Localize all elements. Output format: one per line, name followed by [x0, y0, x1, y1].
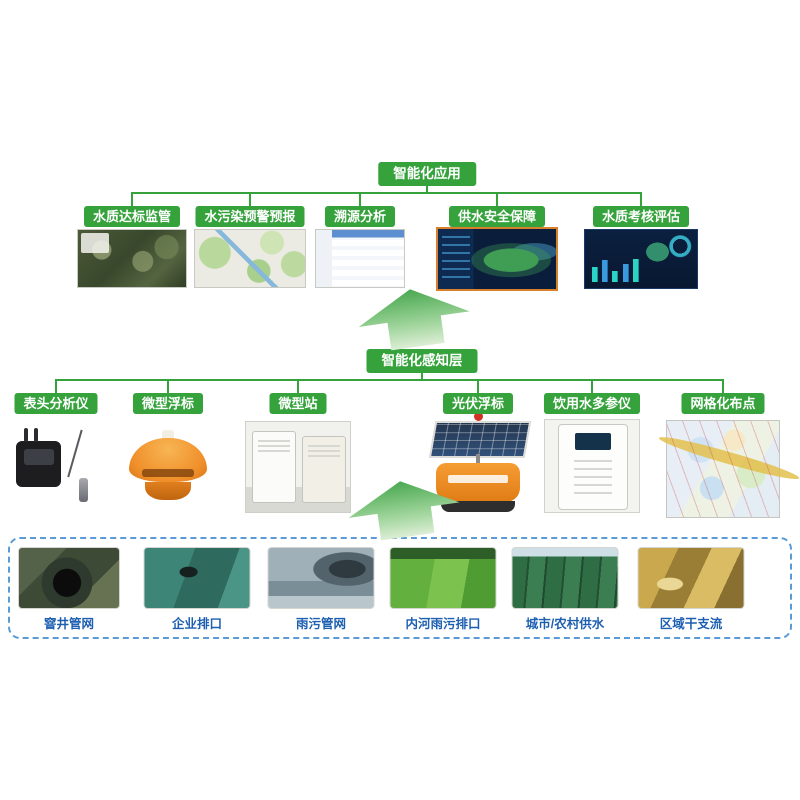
connector-line [477, 379, 479, 393]
source-label-regional-rivers: 区域干支流 [659, 617, 723, 631]
urban-rural-water-supply-photo [511, 547, 619, 609]
analyzer-body [16, 428, 62, 487]
multi-parameter-instrument-photo [544, 419, 640, 513]
buoy-bottom-band [440, 501, 516, 512]
buoy-base [145, 481, 191, 500]
satellite-map-screenshot [77, 229, 187, 288]
micro-station-photo [245, 421, 351, 513]
connector-line [722, 379, 724, 393]
buoy-cap [162, 429, 174, 442]
source-label-urban-rural-supply: 城市/农村供水 [525, 617, 605, 631]
regional-river-branches-photo [637, 547, 745, 609]
city-map-screenshot [194, 229, 306, 288]
buoy-label-band [141, 469, 195, 477]
manhole-network-photo [18, 547, 120, 609]
grid-layout-map-photo [666, 420, 780, 518]
station-cabinet [302, 436, 346, 504]
station-cabinet [252, 431, 296, 504]
connector-line [421, 371, 423, 379]
micro-buoy-photo [121, 425, 215, 507]
connector-line [131, 192, 642, 194]
connector-line [55, 379, 724, 381]
analysis-report-screenshot [315, 229, 405, 288]
connector-line [426, 184, 428, 192]
connector-line [131, 192, 133, 206]
analyzer-probe [78, 478, 89, 502]
app-node-label-water-quality-supervision: 水质达标监管 [83, 206, 181, 227]
middle-section-title: 智能化感知层 [366, 349, 478, 373]
app-node-label-pollution-warning: 水污染预警预报 [195, 206, 305, 227]
portable-analyzer-photo [11, 421, 101, 505]
top-section-title: 智能化应用 [378, 162, 476, 186]
connector-line [591, 379, 593, 393]
buoy-mast [475, 453, 481, 464]
enterprise-outlet-photo [143, 547, 251, 609]
source-label-inland-river-outlet: 内河雨污排口 [405, 617, 481, 631]
sensor-node-label-analyzer: 表头分析仪 [14, 393, 98, 414]
app-node-label-assessment: 水质考核评估 [592, 206, 690, 227]
connector-line [249, 192, 251, 206]
assessment-dashboard-screenshot [584, 229, 698, 289]
sensor-node-label-micro-buoy: 微型浮标 [132, 393, 204, 414]
source-label-enterprise-outlet: 企业排口 [171, 617, 223, 631]
connector-line [359, 192, 361, 206]
rain-sewage-pipe-photo [267, 547, 375, 609]
buoy-beacon-light [473, 412, 484, 422]
app-node-label-supply-safety: 供水安全保障 [448, 206, 546, 227]
analyzer-cable [67, 430, 83, 478]
sensor-node-label-solar-buoy: 光伏浮标 [442, 393, 514, 414]
monitoring-sources-group [8, 537, 792, 639]
sensor-node-label-grid-layout: 网格化布点 [681, 393, 765, 414]
connector-line [55, 379, 57, 393]
water-supply-dashboard-screenshot [436, 227, 558, 291]
sensor-node-label-micro-station: 微型站 [269, 393, 327, 414]
source-label-manhole: 窨井管网 [43, 617, 95, 631]
up-arrow-icon [355, 281, 474, 354]
connector-line [297, 379, 299, 393]
instrument-screen [575, 433, 611, 451]
app-node-label-trace-analysis: 溯源分析 [324, 206, 396, 227]
connector-line [496, 192, 498, 206]
solar-buoy-photo [426, 412, 532, 516]
inland-river-outlet-photo [389, 547, 497, 609]
connector-line [640, 192, 642, 206]
instrument-cabinet [558, 423, 628, 511]
buoy-float [436, 462, 520, 503]
connector-line [167, 379, 169, 393]
source-label-rain-sewage-pipe: 雨污管网 [295, 617, 347, 631]
analyzer-screen [23, 449, 55, 465]
sensor-node-label-multi-parameter: 饮用水多参仪 [543, 393, 641, 414]
